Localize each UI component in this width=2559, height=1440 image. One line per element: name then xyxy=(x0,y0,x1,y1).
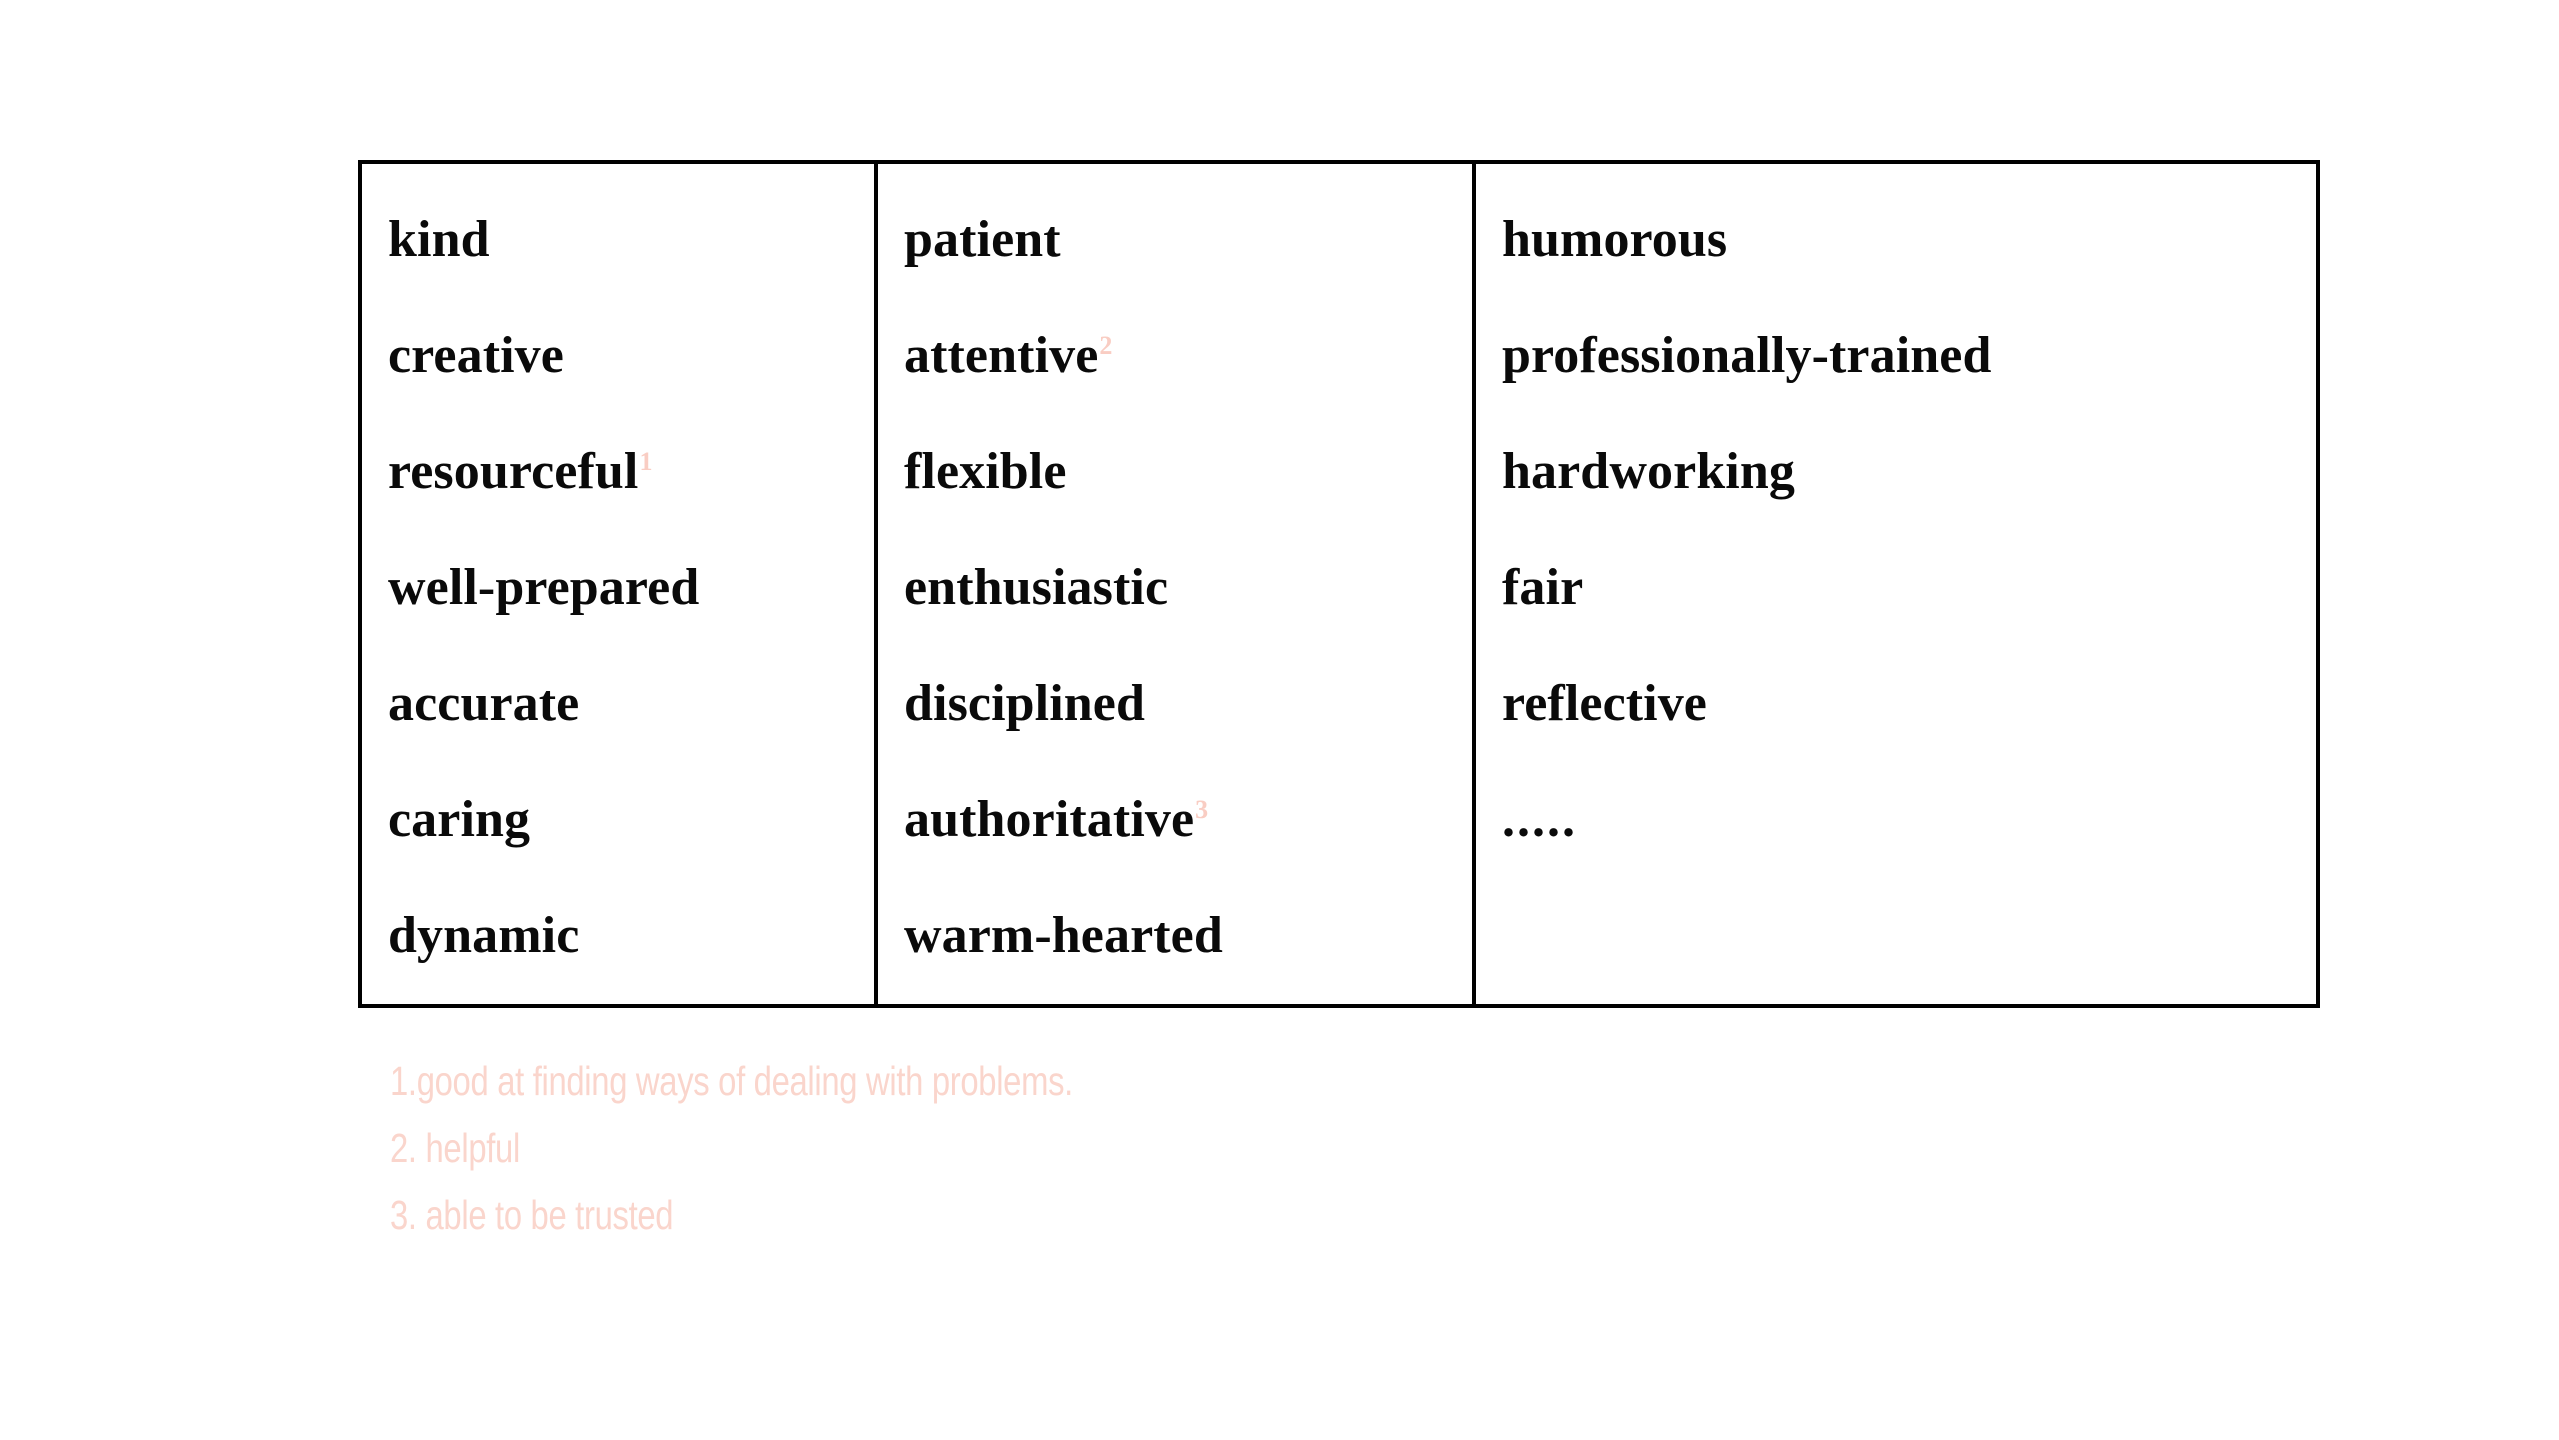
word-cell: fair xyxy=(1502,530,2312,646)
adjectives-table: kind creative resourceful1 well-prepared… xyxy=(358,160,2320,1008)
word-cell: kind xyxy=(388,182,874,298)
word-text: creative xyxy=(388,327,564,384)
word-cell: humorous xyxy=(1502,182,2312,298)
word-text: caring xyxy=(388,791,531,848)
word-text: well-prepared xyxy=(388,559,700,616)
word-text: reflective xyxy=(1502,675,1707,732)
footnote-item: 1.good at finding ways of dealing with p… xyxy=(390,1058,1073,1104)
word-cell: authoritative3 xyxy=(904,762,1472,878)
word-cell: attentive2 xyxy=(904,298,1472,414)
word-cell: warm-hearted xyxy=(904,878,1472,994)
word-cell: caring xyxy=(388,762,874,878)
table-column-1: kind creative resourceful1 well-prepared… xyxy=(362,164,874,1004)
word-cell: professionally-trained xyxy=(1502,298,2312,414)
footnote-list: 1.good at finding ways of dealing with p… xyxy=(390,1048,1990,1249)
table-column-2: patient attentive2 flexible enthusiastic… xyxy=(874,164,1472,1004)
word-text: ..... xyxy=(1502,791,1577,848)
word-text: hardworking xyxy=(1502,443,1795,500)
word-text: fair xyxy=(1502,559,1584,616)
word-text: kind xyxy=(388,211,490,268)
footnote-marker: 3 xyxy=(1195,794,1209,824)
word-text: patient xyxy=(904,211,1061,268)
word-cell: resourceful1 xyxy=(388,414,874,530)
word-cell: creative xyxy=(388,298,874,414)
word-cell: accurate xyxy=(388,646,874,762)
word-text: accurate xyxy=(388,675,580,732)
word-cell: patient xyxy=(904,182,1472,298)
word-cell: disciplined xyxy=(904,646,1472,762)
word-text: disciplined xyxy=(904,675,1145,732)
word-text: resourceful xyxy=(388,443,639,500)
word-cell: dynamic xyxy=(388,878,874,994)
footnote-item: 3. able to be trusted xyxy=(390,1192,674,1238)
word-text: humorous xyxy=(1502,211,1728,268)
word-text: flexible xyxy=(904,443,1067,500)
ellipsis-cell: ..... xyxy=(1502,762,2312,878)
word-text: enthusiastic xyxy=(904,559,1169,616)
word-cell: hardworking xyxy=(1502,414,2312,530)
word-text: dynamic xyxy=(388,907,580,964)
word-cell: well-prepared xyxy=(388,530,874,646)
word-text: authoritative xyxy=(904,791,1195,848)
table-column-3: humorous professionally-trained hardwork… xyxy=(1472,164,2312,1004)
footnote-item: 2. helpful xyxy=(390,1125,520,1171)
word-cell: enthusiastic xyxy=(904,530,1472,646)
word-cell: reflective xyxy=(1502,646,2312,762)
word-cell xyxy=(1502,878,2312,994)
word-cell: flexible xyxy=(904,414,1472,530)
word-text: attentive xyxy=(904,327,1099,384)
footnote-marker: 1 xyxy=(639,446,653,476)
footnote-marker: 2 xyxy=(1099,330,1113,360)
word-text: professionally-trained xyxy=(1502,327,1992,384)
word-text: warm-hearted xyxy=(904,907,1223,964)
